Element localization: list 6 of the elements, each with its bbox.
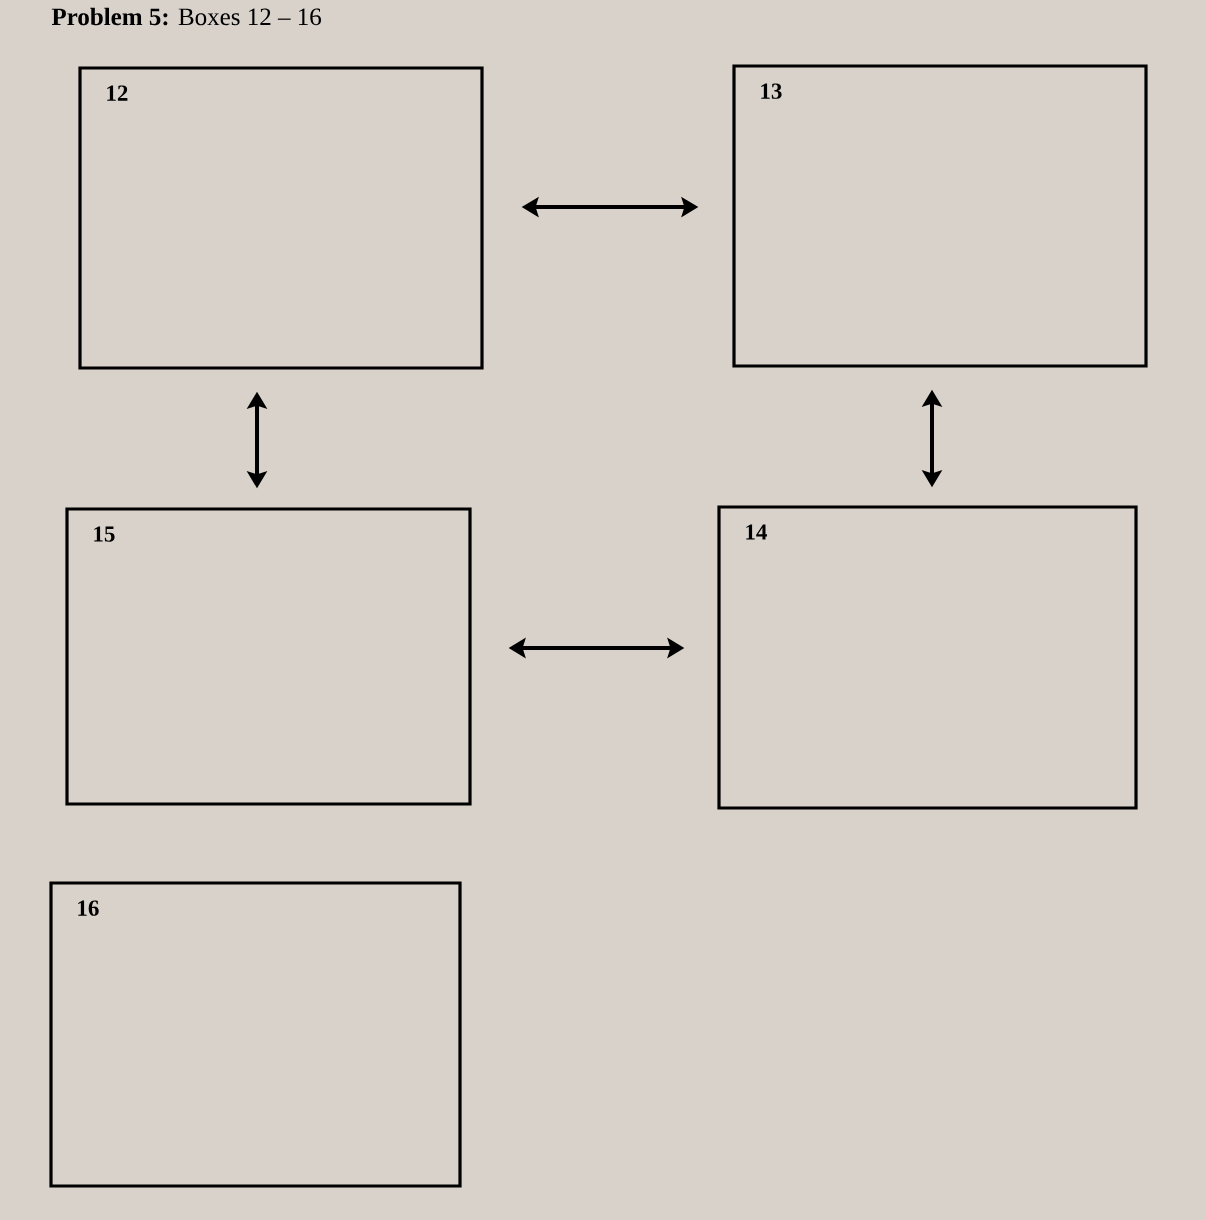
box-number: 14: [746, 524, 767, 540]
box-number: 13: [761, 83, 782, 99]
box-number: 12: [107, 85, 128, 101]
title: Problem 5: Boxes 12 – 16: [51, 7, 321, 26]
box-number: 16: [78, 900, 99, 916]
box-number: 15: [94, 526, 115, 542]
